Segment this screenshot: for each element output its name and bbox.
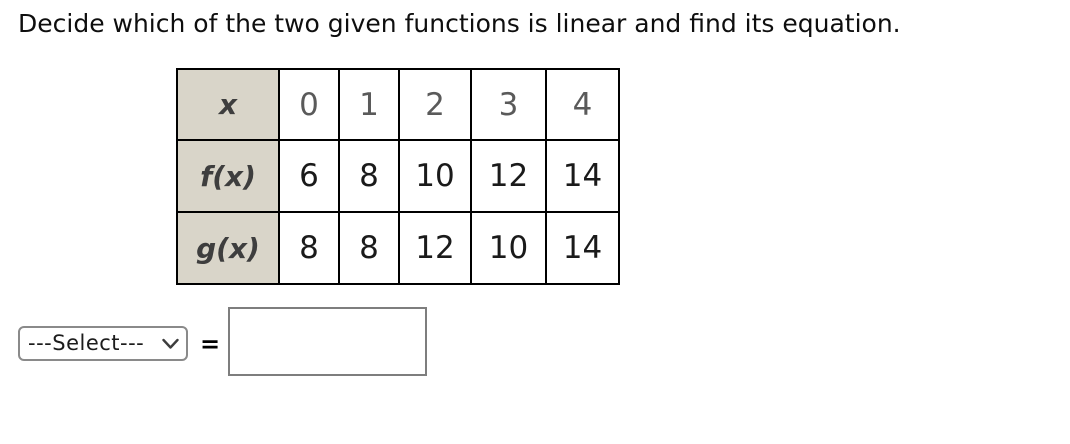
table-cell: 12 <box>398 211 472 285</box>
table-cell: 4 <box>545 68 620 141</box>
table-cell: 8 <box>338 139 400 213</box>
table-cell: 10 <box>398 139 472 213</box>
table-cell: 8 <box>278 211 340 285</box>
table-cell: 14 <box>545 211 620 285</box>
table-cell: 3 <box>470 68 547 141</box>
table-cell: 1 <box>338 68 400 141</box>
table-cell: 14 <box>545 139 620 213</box>
table-cell: 8 <box>338 211 400 285</box>
equals-sign: = <box>200 330 221 358</box>
row-header-fx: f(x) <box>176 139 280 213</box>
function-select[interactable]: ---Select--- <box>18 326 188 361</box>
table-cell: 0 <box>278 68 340 141</box>
page-title: Decide which of the two given functions … <box>18 9 901 38</box>
table-row-x: x 0 1 2 3 4 <box>176 68 620 141</box>
data-table: x 0 1 2 3 4 f(x) 6 8 10 12 14 g(x) 8 8 1… <box>176 68 620 285</box>
function-select-wrap: ---Select--- <box>18 326 188 361</box>
table-cell: 12 <box>470 139 547 213</box>
table-cell: 6 <box>278 139 340 213</box>
table-row-fx: f(x) 6 8 10 12 14 <box>176 139 620 213</box>
row-header-x: x <box>176 68 280 141</box>
table-row-gx: g(x) 8 8 12 10 14 <box>176 211 620 285</box>
table-cell: 10 <box>470 211 547 285</box>
table-cell: 2 <box>398 68 472 141</box>
row-header-gx: g(x) <box>176 211 280 285</box>
answer-input[interactable] <box>228 307 427 376</box>
